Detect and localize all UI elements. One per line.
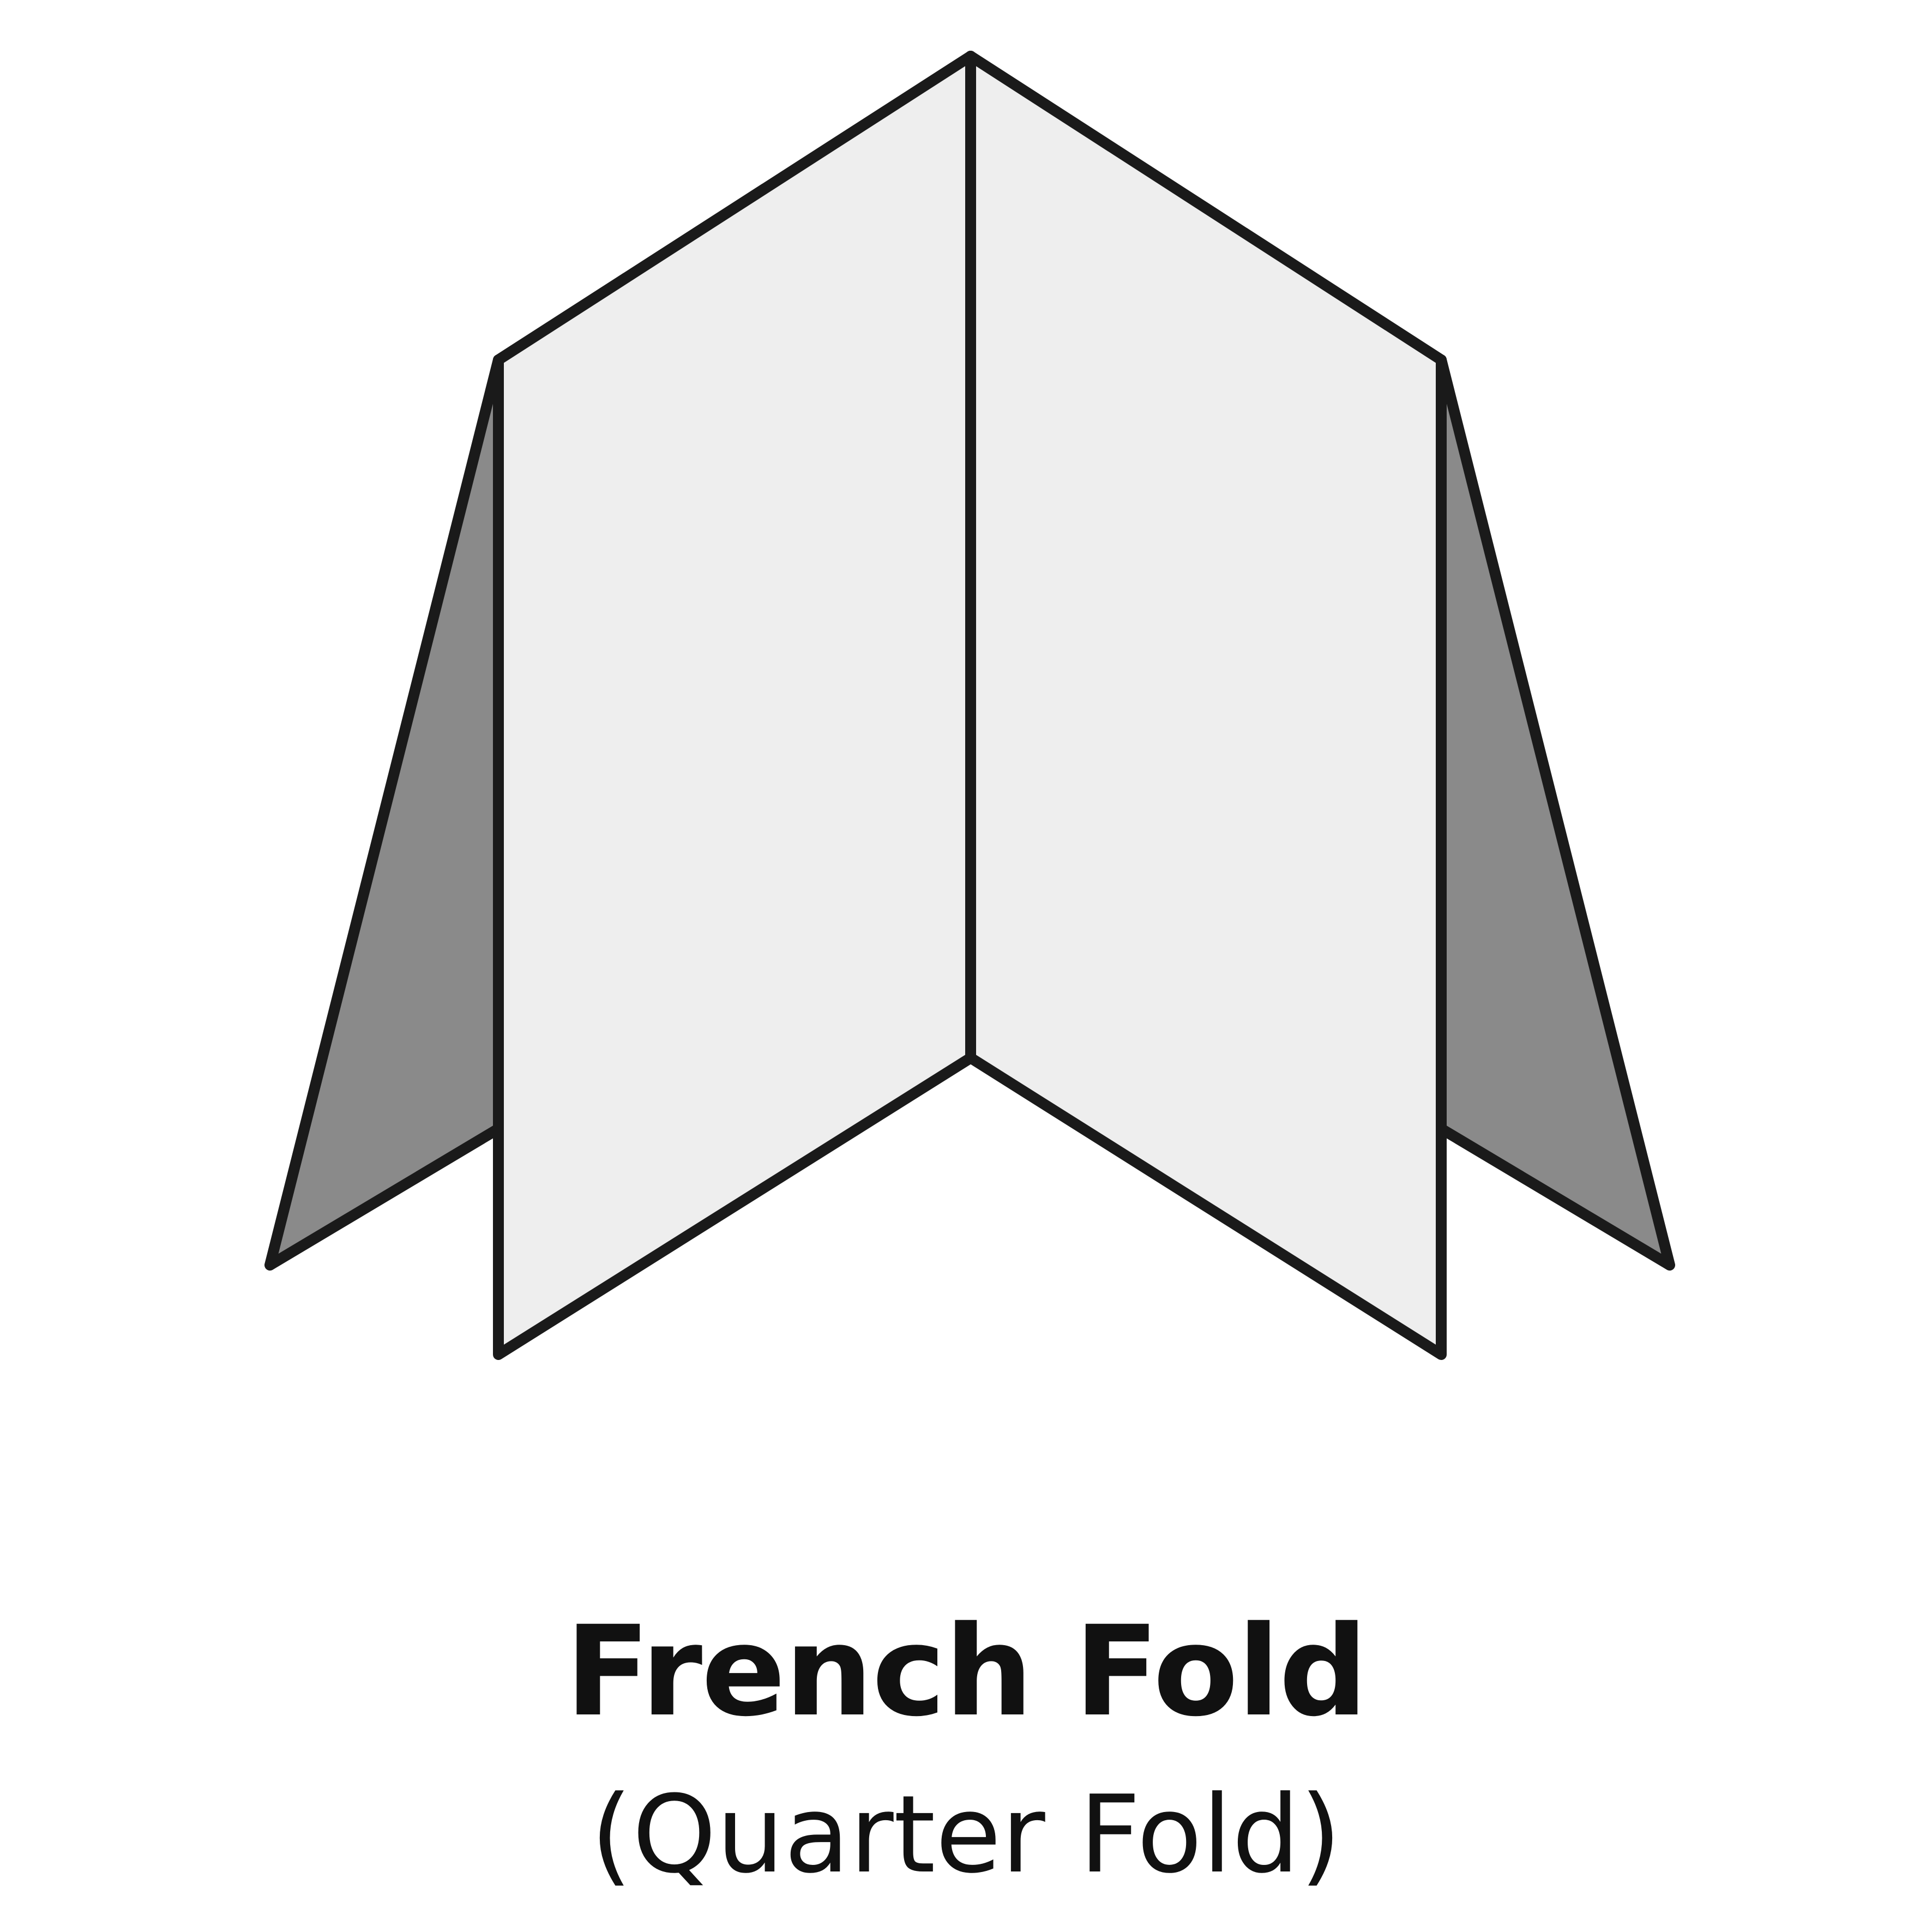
diagram-subtitle: (Quarter Fold) xyxy=(591,1773,1341,1897)
right-front-panel xyxy=(965,51,1447,1360)
left-back-flap xyxy=(264,354,504,1271)
right-back-flap xyxy=(1436,354,1675,1271)
left-front-panel xyxy=(493,51,976,1360)
diagram-title: French Fold xyxy=(565,1599,1368,1744)
